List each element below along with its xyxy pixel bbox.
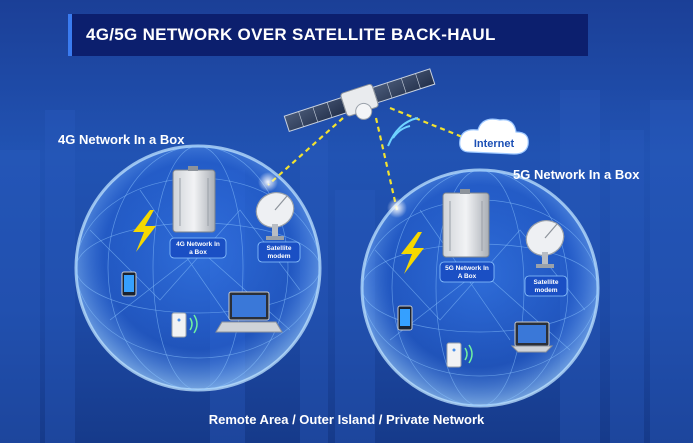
cpe-router-5g-icon	[446, 342, 473, 368]
diagram-title: 4G/5G NETWORK OVER SATELLITE BACK-HAUL	[86, 25, 496, 44]
svg-text:5G Network In: 5G Network In	[445, 265, 489, 272]
svg-text:modem: modem	[267, 253, 290, 260]
satellite-dish-4g-icon	[255, 192, 295, 240]
satellite-modem-5g-label: Satellite modem	[524, 275, 568, 297]
internet-label: Internet	[474, 138, 515, 150]
cpe-router-4g-icon	[171, 312, 198, 338]
satellite-icon	[283, 68, 436, 133]
link-4g-modem	[267, 117, 344, 186]
link-5g-modem	[374, 117, 399, 211]
svg-text:modem: modem	[534, 287, 557, 294]
link-glow-4g	[258, 172, 278, 192]
network-box-4g-label: 4G Network In a Box	[169, 237, 227, 259]
svg-text:A Box: A Box	[458, 273, 477, 280]
svg-text:Satellite: Satellite	[534, 279, 559, 286]
network-4g-heading: 4G Network In a Box	[58, 132, 185, 147]
svg-text:Satellite: Satellite	[267, 245, 292, 252]
network-5g-heading: 5G Network In a Box	[513, 167, 640, 182]
network-box-5g-label: 5G Network In A Box	[439, 261, 495, 283]
footer-caption: Remote Area / Outer Island / Private Net…	[208, 412, 485, 427]
svg-text:4G Network In: 4G Network In	[176, 241, 220, 248]
title-banner: 4G/5G NETWORK OVER SATELLITE BACK-HAUL	[68, 14, 588, 56]
satellite-signal-icon	[387, 117, 419, 147]
link-glow-5g	[387, 198, 407, 218]
network-box-5g	[442, 189, 490, 258]
network-box-4g	[172, 166, 216, 233]
lightning-4g-icon	[133, 210, 156, 252]
tablet-5g-icon	[510, 321, 554, 353]
lightning-5g-icon	[401, 232, 424, 274]
smartphone-4g-icon	[121, 271, 137, 297]
satellite-dish-5g-icon	[525, 220, 565, 268]
link-internet	[389, 106, 471, 142]
svg-text:a Box: a Box	[189, 249, 207, 256]
internet-cloud-icon: Internet	[459, 118, 529, 155]
laptop-4g-icon	[215, 291, 283, 333]
satellite-links	[267, 106, 471, 211]
smartphone-5g-icon	[397, 305, 413, 331]
satellite-modem-4g-label: Satellite modem	[257, 241, 301, 263]
